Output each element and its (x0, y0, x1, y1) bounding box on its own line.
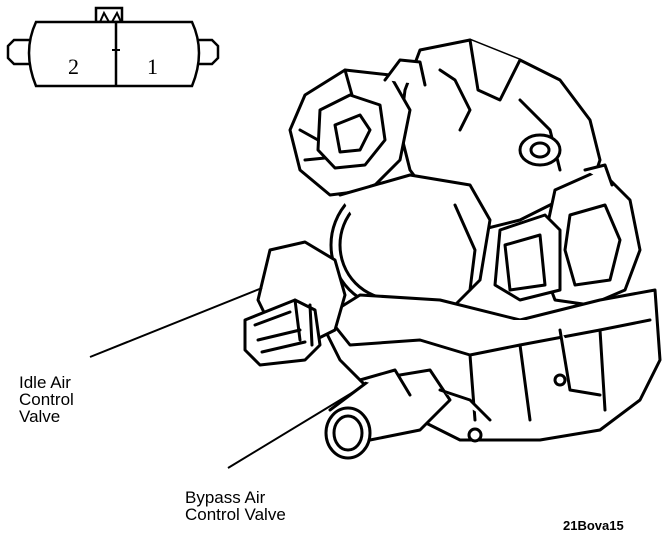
label-bypass-air-control-valve: Bypass Air Control Valve (185, 489, 286, 523)
label-line: Control (19, 390, 74, 409)
leader-lines (89, 287, 361, 469)
label-line: Control Valve (185, 505, 286, 524)
label-line: Idle Air (19, 373, 71, 392)
label-line: Bypass Air (185, 488, 266, 507)
connector-inset: 2 1 (6, 6, 220, 88)
label-line: Valve (19, 407, 61, 426)
figure-code: 21Bova15 (563, 518, 624, 533)
connector-pin-1: 1 (147, 54, 158, 79)
throttle-body (243, 38, 662, 460)
connector-pin-2: 2 (68, 54, 79, 79)
label-idle-air-control-valve: Idle Air Control Valve (19, 374, 74, 425)
leader-idle-air-control-valve (89, 287, 263, 358)
leader-bypass-air-control-valve (227, 387, 361, 469)
